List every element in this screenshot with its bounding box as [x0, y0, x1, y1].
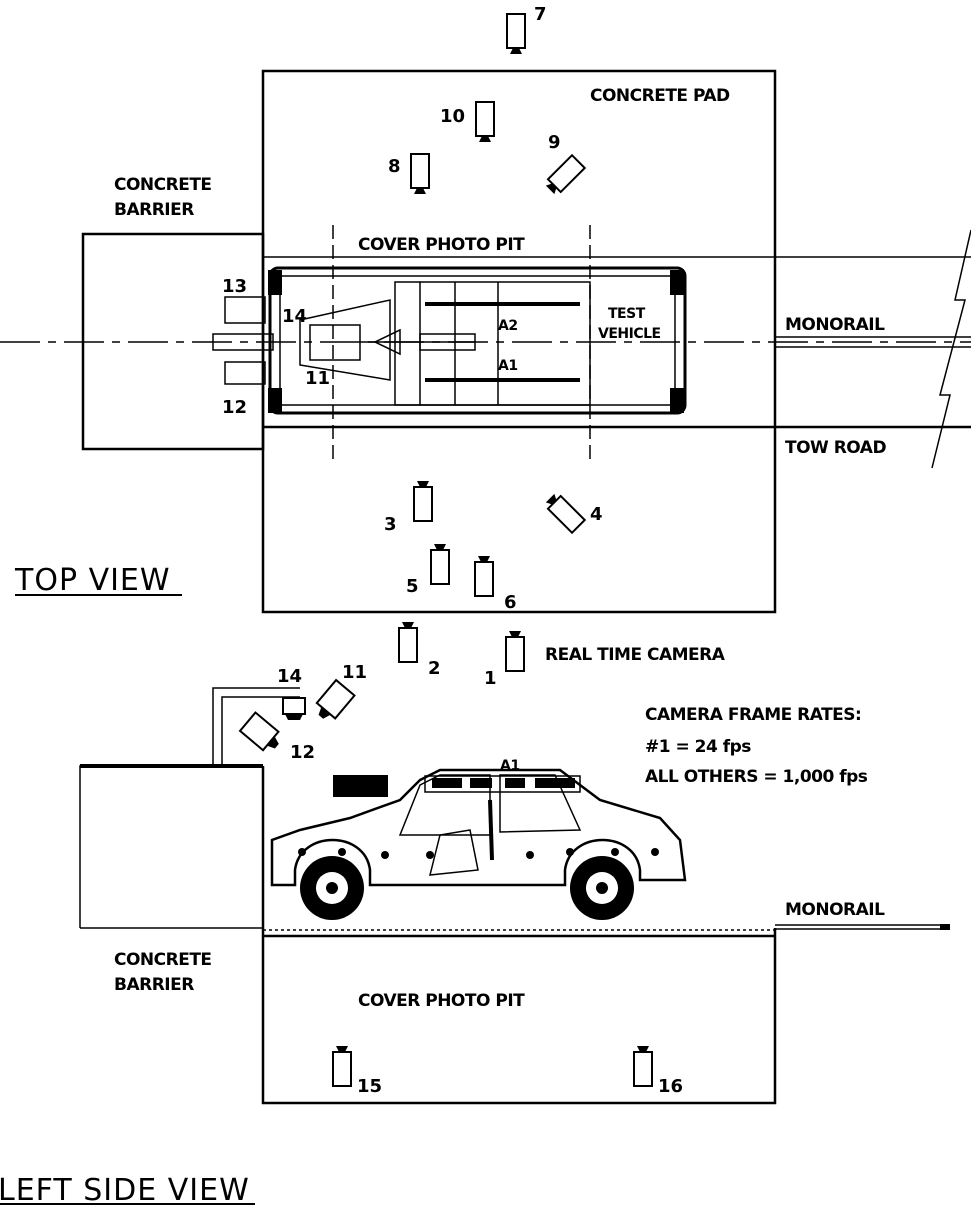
frame-rate-line-2: ALL OTHERS = 1,000 fps: [645, 767, 868, 787]
cover-photo-pit-label: COVER PHOTO PIT: [358, 235, 525, 255]
svg-text:11: 11: [305, 368, 330, 389]
svg-text:9: 9: [548, 132, 561, 153]
svg-text:5: 5: [406, 576, 419, 597]
svg-text:12: 12: [290, 742, 315, 763]
barrier-side-label-1: CONCRETE: [114, 950, 212, 970]
accel-a1-label: A1: [498, 358, 518, 374]
camera-14-side: 14: [277, 666, 306, 720]
svg-text:10: 10: [440, 106, 465, 127]
camera-16: 16: [633, 1045, 683, 1097]
concrete-barrier-side: [79, 765, 263, 928]
svg-text:13: 13: [222, 276, 247, 297]
svg-text:12: 12: [222, 397, 247, 418]
camera-15: 15: [332, 1045, 382, 1097]
svg-text:14: 14: [282, 306, 307, 327]
accel-a2-label: A2: [498, 318, 518, 334]
frame-rate-line-1: #1 = 24 fps: [645, 737, 751, 757]
camera-11-side: 11: [315, 662, 367, 720]
svg-text:14: 14: [277, 666, 302, 687]
camera-12-side: 12: [238, 711, 315, 763]
svg-text:7: 7: [534, 4, 547, 25]
monorail-side-label: MONORAIL: [785, 900, 885, 920]
svg-text:16: 16: [658, 1076, 683, 1097]
camera-11: 11: [305, 368, 330, 389]
camera-8: 8: [388, 153, 430, 195]
camera-7: 7: [506, 4, 547, 55]
left-side-view-title: LEFT SIDE VIEW: [0, 1173, 250, 1208]
test-vehicle-side: [270, 768, 687, 920]
camera-5: 5: [406, 543, 450, 597]
svg-text:8: 8: [388, 156, 401, 177]
camera-12: 12: [222, 361, 266, 418]
cover-photo-pit-side: [261, 766, 777, 1105]
camera-4: 4: [542, 490, 603, 534]
frame-rates: CAMERA FRAME RATES: #1 = 24 fps ALL OTHE…: [645, 705, 868, 787]
camera-2: 2: [398, 621, 441, 679]
frame-rates-heading: CAMERA FRAME RATES:: [645, 705, 861, 725]
svg-text:2: 2: [428, 658, 441, 679]
accel-a1-side-label: A1: [500, 758, 520, 774]
test-vehicle-label-1: TEST: [608, 306, 646, 322]
top-view: CONCRETE PAD CONCRETE BARRIER COVER PHOT…: [0, 4, 971, 689]
concrete-pad-label: CONCRETE PAD: [590, 86, 730, 106]
cover-photo-pit-side-label: COVER PHOTO PIT: [358, 991, 525, 1011]
camera-10: 10: [440, 101, 495, 143]
svg-text:1: 1: [484, 668, 497, 689]
svg-text:3: 3: [384, 514, 397, 535]
svg-text:4: 4: [590, 504, 603, 525]
test-vehicle-label-2: VEHICLE: [598, 326, 661, 342]
camera-6: 6: [474, 555, 517, 613]
left-side-view: 14 11 12 15 16 A1 MONORAIL CONCRETE: [0, 662, 950, 1208]
barrier-side-label-2: BARRIER: [114, 975, 194, 995]
tow-road-label: TOW ROAD: [785, 438, 886, 458]
monorail-label: MONORAIL: [785, 315, 885, 335]
real-time-camera-label: REAL TIME CAMERA: [545, 645, 726, 665]
camera-13: 13: [222, 276, 266, 324]
camera-14: 14: [282, 306, 307, 327]
top-view-title: TOP VIEW: [14, 563, 171, 598]
svg-text:11: 11: [342, 662, 367, 683]
svg-text:6: 6: [504, 592, 517, 613]
barrier-label-1: CONCRETE: [114, 175, 212, 195]
camera-1: 1: [484, 630, 525, 689]
test-vehicle-top: [212, 266, 687, 415]
svg-text:15: 15: [357, 1076, 382, 1097]
camera-3: 3: [384, 480, 433, 535]
camera-9: 9: [542, 132, 586, 198]
barrier-label-2: BARRIER: [114, 200, 194, 220]
